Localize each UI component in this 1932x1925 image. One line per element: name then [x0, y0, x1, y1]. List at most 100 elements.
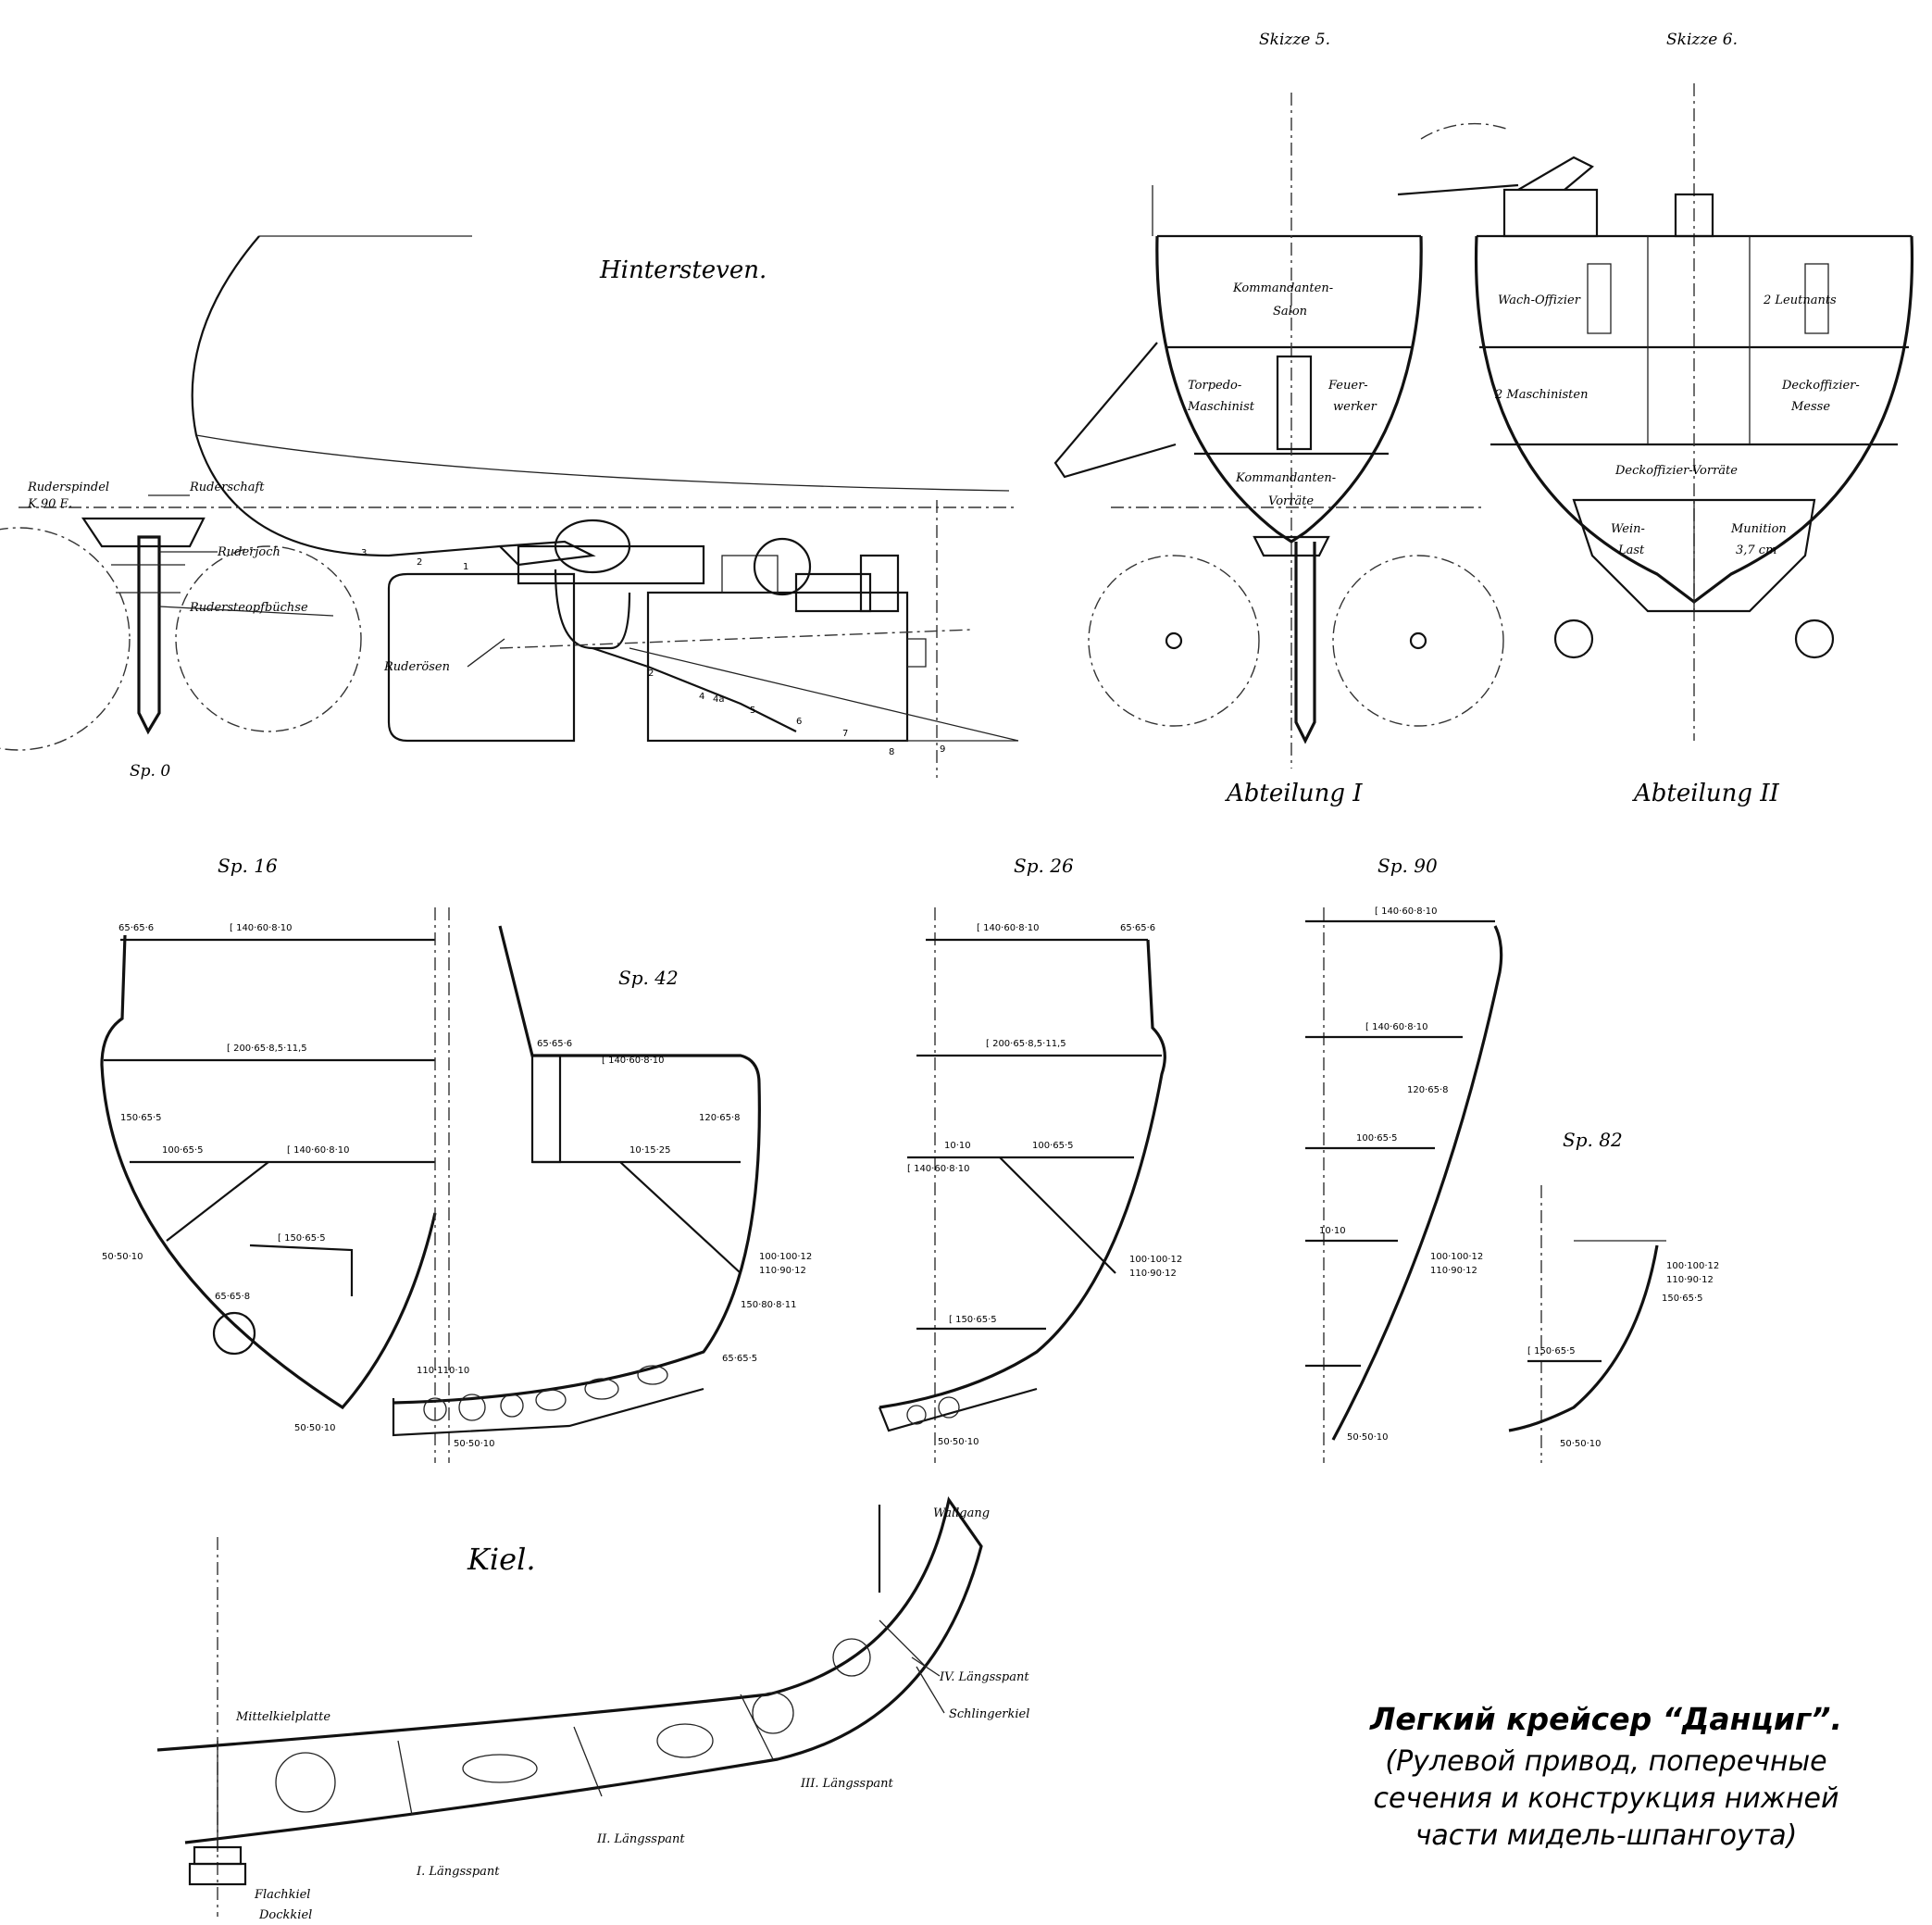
profile-label: 110·90·12 — [1666, 1275, 1714, 1285]
sp42-floor — [392, 1387, 704, 1437]
profile-label: 110·90·12 — [1430, 1266, 1477, 1276]
keel-label: Wallgang — [933, 1506, 990, 1520]
lightening-hole — [423, 1397, 447, 1421]
keel-label: Mittelkielplatte — [235, 1710, 330, 1724]
profile-label: 120·65·8 — [1407, 1085, 1449, 1095]
frame-number: 3 — [361, 548, 367, 558]
room-label: Torpedo- — [1188, 379, 1241, 393]
room-label: werker — [1333, 400, 1377, 414]
compartment-1-propeller-left — [1088, 555, 1260, 727]
skizze-6-title: Skizze 6. — [1666, 31, 1738, 49]
sp90-title: Sp. 90 — [1377, 855, 1438, 877]
skizze-5-title: Skizze 5. — [1259, 31, 1330, 49]
keel-detail: Kiel. Mittelkielplatte Wallgang IV. Läng… — [156, 1496, 1029, 1922]
ruderspindel-label: Ruderspindel — [27, 481, 109, 494]
gun-mount-base — [1502, 188, 1599, 238]
profile-label: [ 150·65·5 — [1527, 1346, 1576, 1356]
ruderschaft-label: Ruderschaft — [189, 481, 265, 494]
compartment-1-hull — [1155, 235, 1423, 544]
keel-label: Dockkiel — [258, 1908, 312, 1922]
profile-label: 50·50·10 — [1347, 1432, 1389, 1443]
room-label: 2 Leutnants — [1763, 294, 1837, 307]
profile-label: 110·90·12 — [759, 1266, 806, 1276]
room-label: Kommandanten- — [1235, 471, 1336, 485]
profile-label: 110·110·10 — [417, 1366, 469, 1376]
motor-unit — [859, 554, 900, 613]
sp42-title: Sp. 42 — [618, 967, 679, 989]
ruderspindel-sub-label: K 90 E. — [27, 497, 72, 511]
profile-label: 10·15·25 — [629, 1145, 671, 1156]
profile-label: 65·65·6 — [537, 1039, 572, 1049]
sp16-platform — [249, 1244, 354, 1296]
longitudinal-1 — [397, 1740, 413, 1816]
sp16-knee-brace — [166, 1161, 269, 1242]
ventilator — [1674, 193, 1714, 238]
profile-label: 65·65·5 — [722, 1354, 757, 1364]
keel-label: IV. Längsspant — [939, 1670, 1029, 1684]
frame-number: 8 — [889, 747, 894, 757]
lightening-hole — [462, 1754, 538, 1783]
longitudinal-4 — [879, 1619, 927, 1668]
profile-label: 100·100·12 — [1129, 1255, 1182, 1265]
rudersteopfbuchse-label: Rudersteopfbüchse — [189, 601, 308, 615]
frame-number: 4 — [699, 692, 704, 702]
lightening-hole — [832, 1638, 871, 1677]
room-label: 2 Maschinisten — [1494, 388, 1588, 402]
propeller-disc-center — [175, 545, 362, 732]
room-label: Deckoffizier- — [1781, 379, 1860, 393]
profile-label: 50·50·10 — [938, 1437, 979, 1447]
frame-number: 4a — [713, 694, 725, 705]
leader-line — [911, 1656, 941, 1677]
compartment-1-rudder — [1294, 542, 1316, 744]
profile-label: [ 140·60·8·10 — [602, 1056, 665, 1066]
sp26-floor — [878, 1387, 1038, 1432]
propeller-hub — [1165, 631, 1183, 650]
frame-number: 1 — [463, 562, 468, 572]
motor-housing — [721, 555, 779, 594]
profile-label: 100·65·5 — [1356, 1133, 1398, 1144]
sp42-shell — [393, 925, 761, 1405]
compartment-2-section: Wach-Offizier 2 Leutnants 2 Maschinisten… — [1397, 83, 1914, 807]
sp16-shell — [100, 934, 437, 1410]
tiller-arm — [497, 540, 596, 567]
stern-steering-gear-view: Hintersteven. Ruderspindel K 90 E. Ruder… — [0, 235, 1019, 781]
rudder-yoke — [81, 517, 206, 548]
room-label: Deckoffizier-Vorräte — [1614, 464, 1738, 478]
bilge-keel-right — [1794, 619, 1835, 659]
profile-label: 50·50·10 — [102, 1252, 143, 1262]
rudder-quadrant — [554, 569, 631, 650]
shaft-axis — [499, 629, 973, 649]
sp82-title: Sp. 82 — [1563, 1129, 1623, 1151]
profile-label: 110·90·12 — [1129, 1269, 1177, 1279]
longitudinal-3 — [740, 1694, 774, 1760]
steering-cylinder — [517, 544, 705, 585]
profile-label: 150·80·8·11 — [741, 1300, 796, 1310]
profile-label: [ 140·60·8·10 — [230, 923, 293, 933]
sp90-shell — [1331, 925, 1503, 1441]
room-label: Vorräte — [1268, 494, 1314, 508]
profile-label: 65·65·6 — [118, 923, 154, 933]
leader-line — [916, 1666, 945, 1714]
keel-label: II. Längsspant — [596, 1832, 685, 1846]
frame-section-sp16: Sp. 16 65·65·6 [ 140·60·8·10 [ 200·65·8,… — [100, 855, 437, 1463]
leader-line — [158, 606, 334, 617]
profile-label: 150·65·5 — [120, 1113, 162, 1123]
profile-label: [ 200·65·8,5·11,5 — [227, 1044, 307, 1054]
profile-label: 50·50·10 — [454, 1439, 495, 1449]
profile-label: 10·10 — [944, 1141, 971, 1151]
lightening-hole — [584, 1378, 619, 1400]
room-label: Salon — [1273, 305, 1307, 319]
caption-title: Легкий крейсер “Данциг”. — [1369, 1701, 1842, 1737]
sp26-shell — [879, 939, 1166, 1409]
profile-label: [ 140·60·8·10 — [977, 923, 1040, 933]
profile-label: 150·65·5 — [1662, 1294, 1703, 1304]
compartment-1-section: Kommandanten- Salon Torpedo- Maschinist … — [1053, 93, 1504, 807]
profile-label: 100·100·12 — [759, 1252, 812, 1262]
longitudinal-2 — [573, 1726, 603, 1797]
rudder-stock — [137, 535, 161, 735]
frame-number: 7 — [842, 729, 848, 739]
abteilung-1-caption: Abteilung I — [1225, 780, 1363, 807]
gun-elevation-arc — [1420, 122, 1510, 140]
rudder-frame-lines — [111, 564, 185, 594]
ruderoesen-label: Ruderösen — [383, 660, 450, 674]
